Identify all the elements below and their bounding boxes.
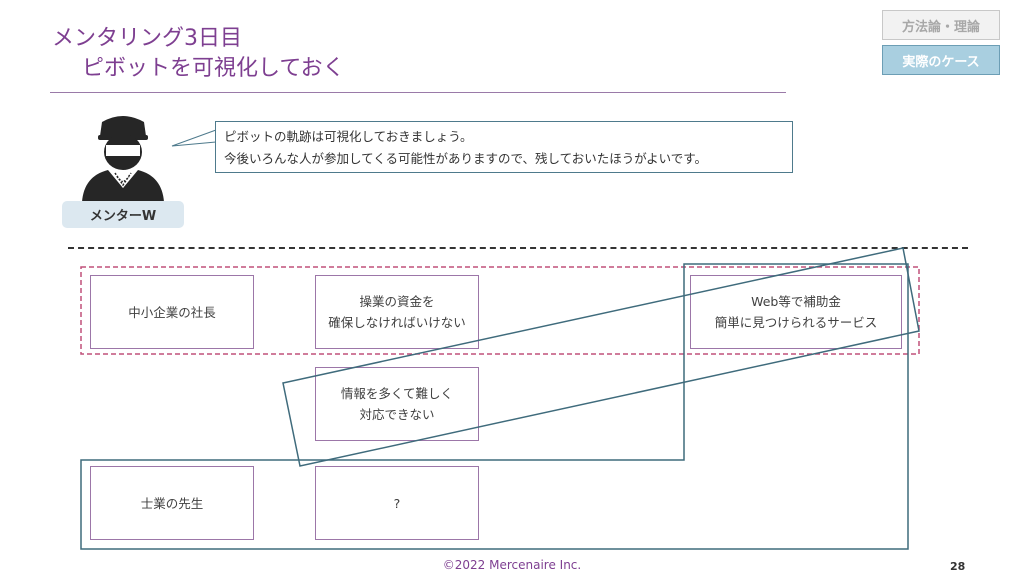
title-underline bbox=[50, 92, 786, 93]
card-subsidy-search-service: Web等で補助金 簡単に見つけられるサービス bbox=[690, 275, 902, 349]
card-too-much-info: 情報を多くて難しく 対応できない bbox=[315, 367, 479, 441]
page-title-line1: メンタリング3日目 bbox=[52, 26, 242, 51]
tag-actual-case: 実際のケース bbox=[882, 45, 1000, 75]
mentor-name-badge: メンターW bbox=[62, 201, 184, 228]
page-number: 28 bbox=[950, 560, 966, 573]
card-sme-president: 中小企業の社長 bbox=[90, 275, 254, 349]
card-secure-funding: 操業の資金を 確保しなければいけない bbox=[315, 275, 479, 349]
section-divider bbox=[68, 247, 968, 249]
card-licensed-professional: 士業の先生 bbox=[90, 466, 254, 540]
bubble-line-2: 今後いろんな人が参加してくる可能性がありますので、残しておいたほうがよいです。 bbox=[224, 151, 708, 166]
mentor-speech-bubble: ピボットの軌跡は可視化しておきましょう。 今後いろんな人が参加してくる可能性があ… bbox=[215, 121, 793, 173]
tag-method-theory: 方法論・理論 bbox=[882, 10, 1000, 40]
mentor-person-icon bbox=[82, 116, 164, 202]
page-title-line2: ピボットを可視化しておく bbox=[82, 56, 345, 81]
bubble-line-1: ピボットの軌跡は可視化しておきましょう。 bbox=[224, 129, 473, 144]
speech-bubble-tail bbox=[171, 129, 217, 147]
copyright-footer: ©2022 Mercenaire Inc. bbox=[442, 558, 582, 572]
card-unknown: ? bbox=[315, 466, 479, 540]
